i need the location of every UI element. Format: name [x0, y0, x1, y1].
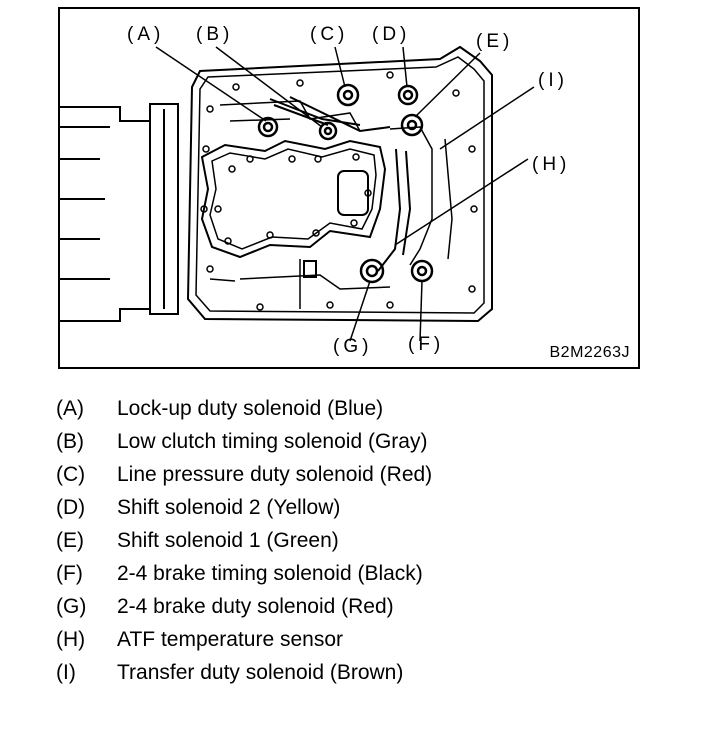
legend-list: (A) Lock-up duty solenoid (Blue) (B) Low c… — [56, 397, 432, 694]
legend-item: (B) Low clutch timing solenoid (Gray) — [56, 430, 432, 463]
callout-i: (I) — [538, 70, 568, 91]
callout-e: (E) — [476, 31, 514, 52]
callout-f: (F) — [408, 334, 445, 355]
legend-item: (H) ATF temperature sensor — [56, 628, 432, 661]
legend-item: (I) Transfer duty solenoid (Brown) — [56, 661, 432, 694]
legend-item: (A) Lock-up duty solenoid (Blue) — [56, 397, 432, 430]
gasket-outline — [200, 139, 387, 259]
bolt-holes — [200, 71, 478, 311]
valve-body-drawing — [60, 45, 535, 342]
leader-lines — [155, 46, 535, 342]
legend-key: (H) — [56, 628, 86, 651]
legend-key: (C) — [56, 463, 86, 486]
legend-text: Low clutch timing solenoid (Gray) — [117, 430, 428, 453]
callout-g: (G) — [333, 336, 373, 357]
diagram-figure: (A) (B) (C) (D) (E) (I) (H) (G) (F) B2M2… — [58, 7, 640, 369]
legend-key: (I) — [56, 661, 76, 684]
legend-key: (E) — [56, 529, 84, 552]
legend-text: Shift solenoid 1 (Green) — [117, 529, 339, 552]
legend-item: (F) 2-4 brake timing solenoid (Black) — [56, 562, 432, 595]
legend-item: (D) Shift solenoid 2 (Yellow) — [56, 496, 432, 529]
callout-c: (C) — [310, 24, 349, 45]
figure-code: B2M2263J — [549, 344, 630, 361]
legend-item: (E) Shift solenoid 1 (Green) — [56, 529, 432, 562]
legend-item: (C) Line pressure duty solenoid (Red) — [56, 463, 432, 496]
callout-a: (A) — [127, 24, 165, 45]
legend-key: (A) — [56, 397, 84, 420]
legend-key: (G) — [56, 595, 87, 618]
callout-h: (H) — [532, 154, 571, 175]
callout-d: (D) — [372, 24, 411, 45]
legend-text: ATF temperature sensor — [117, 628, 344, 651]
legend-text: Shift solenoid 2 (Yellow) — [117, 496, 341, 519]
legend-text: Line pressure duty solenoid (Red) — [117, 463, 433, 486]
legend-text: Transfer duty solenoid (Brown) — [117, 661, 404, 684]
valve-body-outline — [186, 45, 493, 323]
legend-item: (G) 2-4 brake duty solenoid (Red) — [56, 595, 432, 628]
legend-text: 2-4 brake timing solenoid (Black) — [117, 562, 423, 585]
legend-text: 2-4 brake duty solenoid (Red) — [117, 595, 394, 618]
legend-key: (D) — [56, 496, 86, 519]
transmission-housing — [60, 103, 179, 322]
legend-key: (F) — [56, 562, 83, 585]
legend-key: (B) — [56, 430, 84, 453]
callout-b: (B) — [196, 24, 234, 45]
legend-text: Lock-up duty solenoid (Blue) — [117, 397, 384, 420]
